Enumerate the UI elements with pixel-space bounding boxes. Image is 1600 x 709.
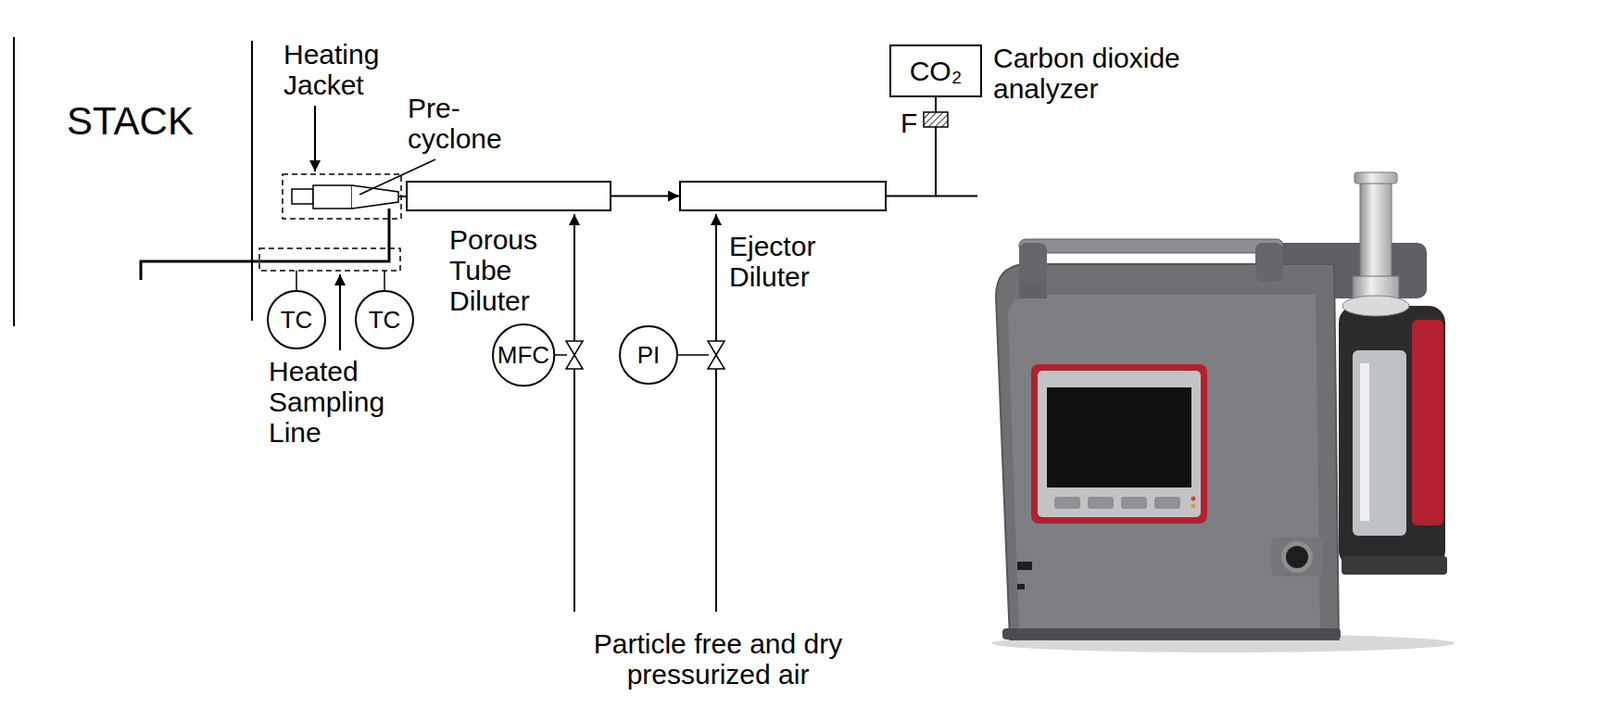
instrument-circle: TC xyxy=(354,289,415,350)
node-text: PI xyxy=(637,341,661,369)
glass-highlight xyxy=(1360,363,1370,521)
instrument-circle: MFC xyxy=(491,323,555,387)
diluter-box: Ejector Diluter xyxy=(679,180,887,212)
control-knob xyxy=(1285,545,1309,568)
circle-border xyxy=(267,290,326,349)
shadow xyxy=(991,633,1455,653)
key xyxy=(1154,496,1181,509)
stack-wall xyxy=(251,40,253,321)
probe-nozzle xyxy=(291,188,314,204)
diluter-box: Porous Tube Diluter xyxy=(405,180,612,212)
sample-cylinder xyxy=(1352,350,1407,536)
indicator-led xyxy=(1191,496,1197,502)
node-text: TC xyxy=(280,306,314,334)
side-strip xyxy=(1411,319,1444,526)
part-label: Pre-cyclone xyxy=(407,92,517,154)
probe-cap xyxy=(1354,172,1398,184)
carry-handle xyxy=(1019,239,1284,253)
stack-wall xyxy=(12,37,15,327)
instrument-circle: PI xyxy=(618,325,679,385)
analyzer-instrument xyxy=(991,172,1455,653)
edge-label: F xyxy=(900,107,918,139)
part-label: Heated Sampling Line xyxy=(268,355,394,448)
node-text: CO₂ xyxy=(909,55,963,87)
indicator-led xyxy=(1191,503,1197,509)
outlet-line xyxy=(935,195,978,198)
node-caption: Porous Tube Diluter xyxy=(449,224,566,316)
instrument-body xyxy=(995,264,1339,640)
handle-post xyxy=(1255,242,1284,282)
instrument-circle: TC xyxy=(266,289,327,350)
heating-sleeve xyxy=(259,248,401,271)
cyclone-cone xyxy=(352,185,399,209)
node-caption: Ejector Diluter xyxy=(729,230,845,292)
analyzer-box: CO₂Carbon dioxide analyzer xyxy=(889,44,983,98)
screen-bezel xyxy=(1031,364,1208,524)
circle-border xyxy=(355,290,414,349)
holder-base xyxy=(1341,555,1448,575)
part-label: Heating Jacket xyxy=(283,38,423,101)
heating-jacket xyxy=(282,174,402,219)
probe-collar xyxy=(1352,276,1399,304)
base-foot xyxy=(1002,628,1341,640)
air-supply-line xyxy=(715,214,718,612)
flow-connector xyxy=(886,97,936,197)
circle-border xyxy=(492,324,555,386)
node-caption: Carbon dioxide analyzer xyxy=(993,42,1193,104)
usb-port xyxy=(1017,561,1033,570)
flow-connector xyxy=(611,195,680,198)
key xyxy=(1121,496,1147,509)
cyclone-body xyxy=(313,185,353,209)
sample-line xyxy=(398,195,406,198)
supply-label: Particle free and dry pressurized air xyxy=(523,628,913,690)
heated-sampling-line xyxy=(140,208,390,280)
port xyxy=(1017,583,1025,590)
key xyxy=(1087,496,1114,509)
rear-housing xyxy=(1259,242,1427,299)
knob-panel xyxy=(1271,537,1323,577)
handle-post xyxy=(1019,242,1047,282)
handle-post xyxy=(1019,277,1047,299)
pointer-arrow xyxy=(314,105,316,172)
probe-flange xyxy=(1342,295,1410,316)
valve-symbol xyxy=(707,340,725,369)
front-face xyxy=(1007,294,1321,629)
region-label: STACK xyxy=(66,100,271,143)
node-text: MFC xyxy=(497,341,550,369)
air-supply-line xyxy=(573,214,576,612)
screen-frame xyxy=(1037,370,1201,517)
metal-probe xyxy=(1360,177,1392,297)
filter-ground xyxy=(923,112,948,127)
pointer-arrow xyxy=(339,274,341,351)
key xyxy=(1054,496,1081,509)
probe-holder xyxy=(1338,305,1446,567)
circle-border xyxy=(619,326,678,384)
display-screen xyxy=(1046,387,1192,488)
filter-symbol xyxy=(923,112,948,127)
valve-symbol xyxy=(566,340,583,369)
node-text: TC xyxy=(368,306,402,334)
knob-ring xyxy=(1281,541,1313,573)
